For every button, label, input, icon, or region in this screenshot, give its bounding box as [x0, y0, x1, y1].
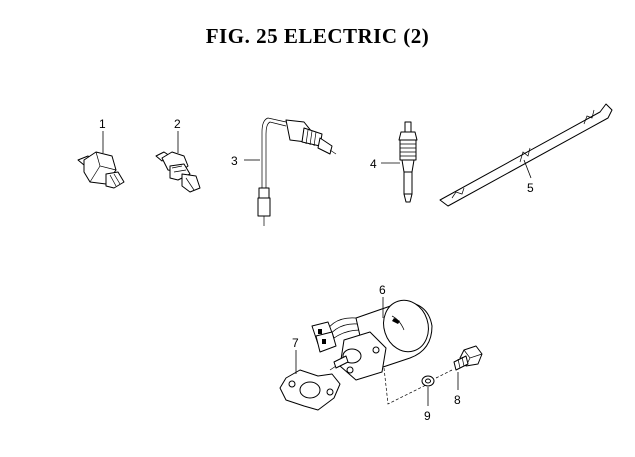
callout-8: 8 — [454, 393, 461, 407]
part-4-glow-plug[interactable] — [398, 121, 418, 203]
part-6-stop-solenoid[interactable] — [311, 294, 435, 381]
part-8-bolt[interactable] — [453, 345, 483, 371]
callout-1: 1 — [99, 117, 106, 131]
part-3-heater-with-lead[interactable] — [257, 117, 337, 226]
callout-3: 3 — [231, 154, 238, 168]
figure-title: FIG. 25 ELECTRIC (2) — [205, 24, 430, 48]
callout-9: 9 — [424, 409, 431, 423]
part-5-wire-harness[interactable] — [439, 103, 613, 207]
part-9-washer[interactable] — [421, 375, 435, 387]
part-2-temperature-sender[interactable] — [155, 151, 201, 193]
callout-2: 2 — [174, 117, 181, 131]
callout-4: 4 — [370, 157, 377, 171]
callout-5: 5 — [527, 181, 534, 195]
part-1-oil-pressure-switch[interactable] — [77, 151, 125, 189]
callout-6: 6 — [379, 283, 386, 297]
part-7-gasket[interactable] — [279, 369, 341, 411]
callout-7: 7 — [292, 336, 299, 350]
